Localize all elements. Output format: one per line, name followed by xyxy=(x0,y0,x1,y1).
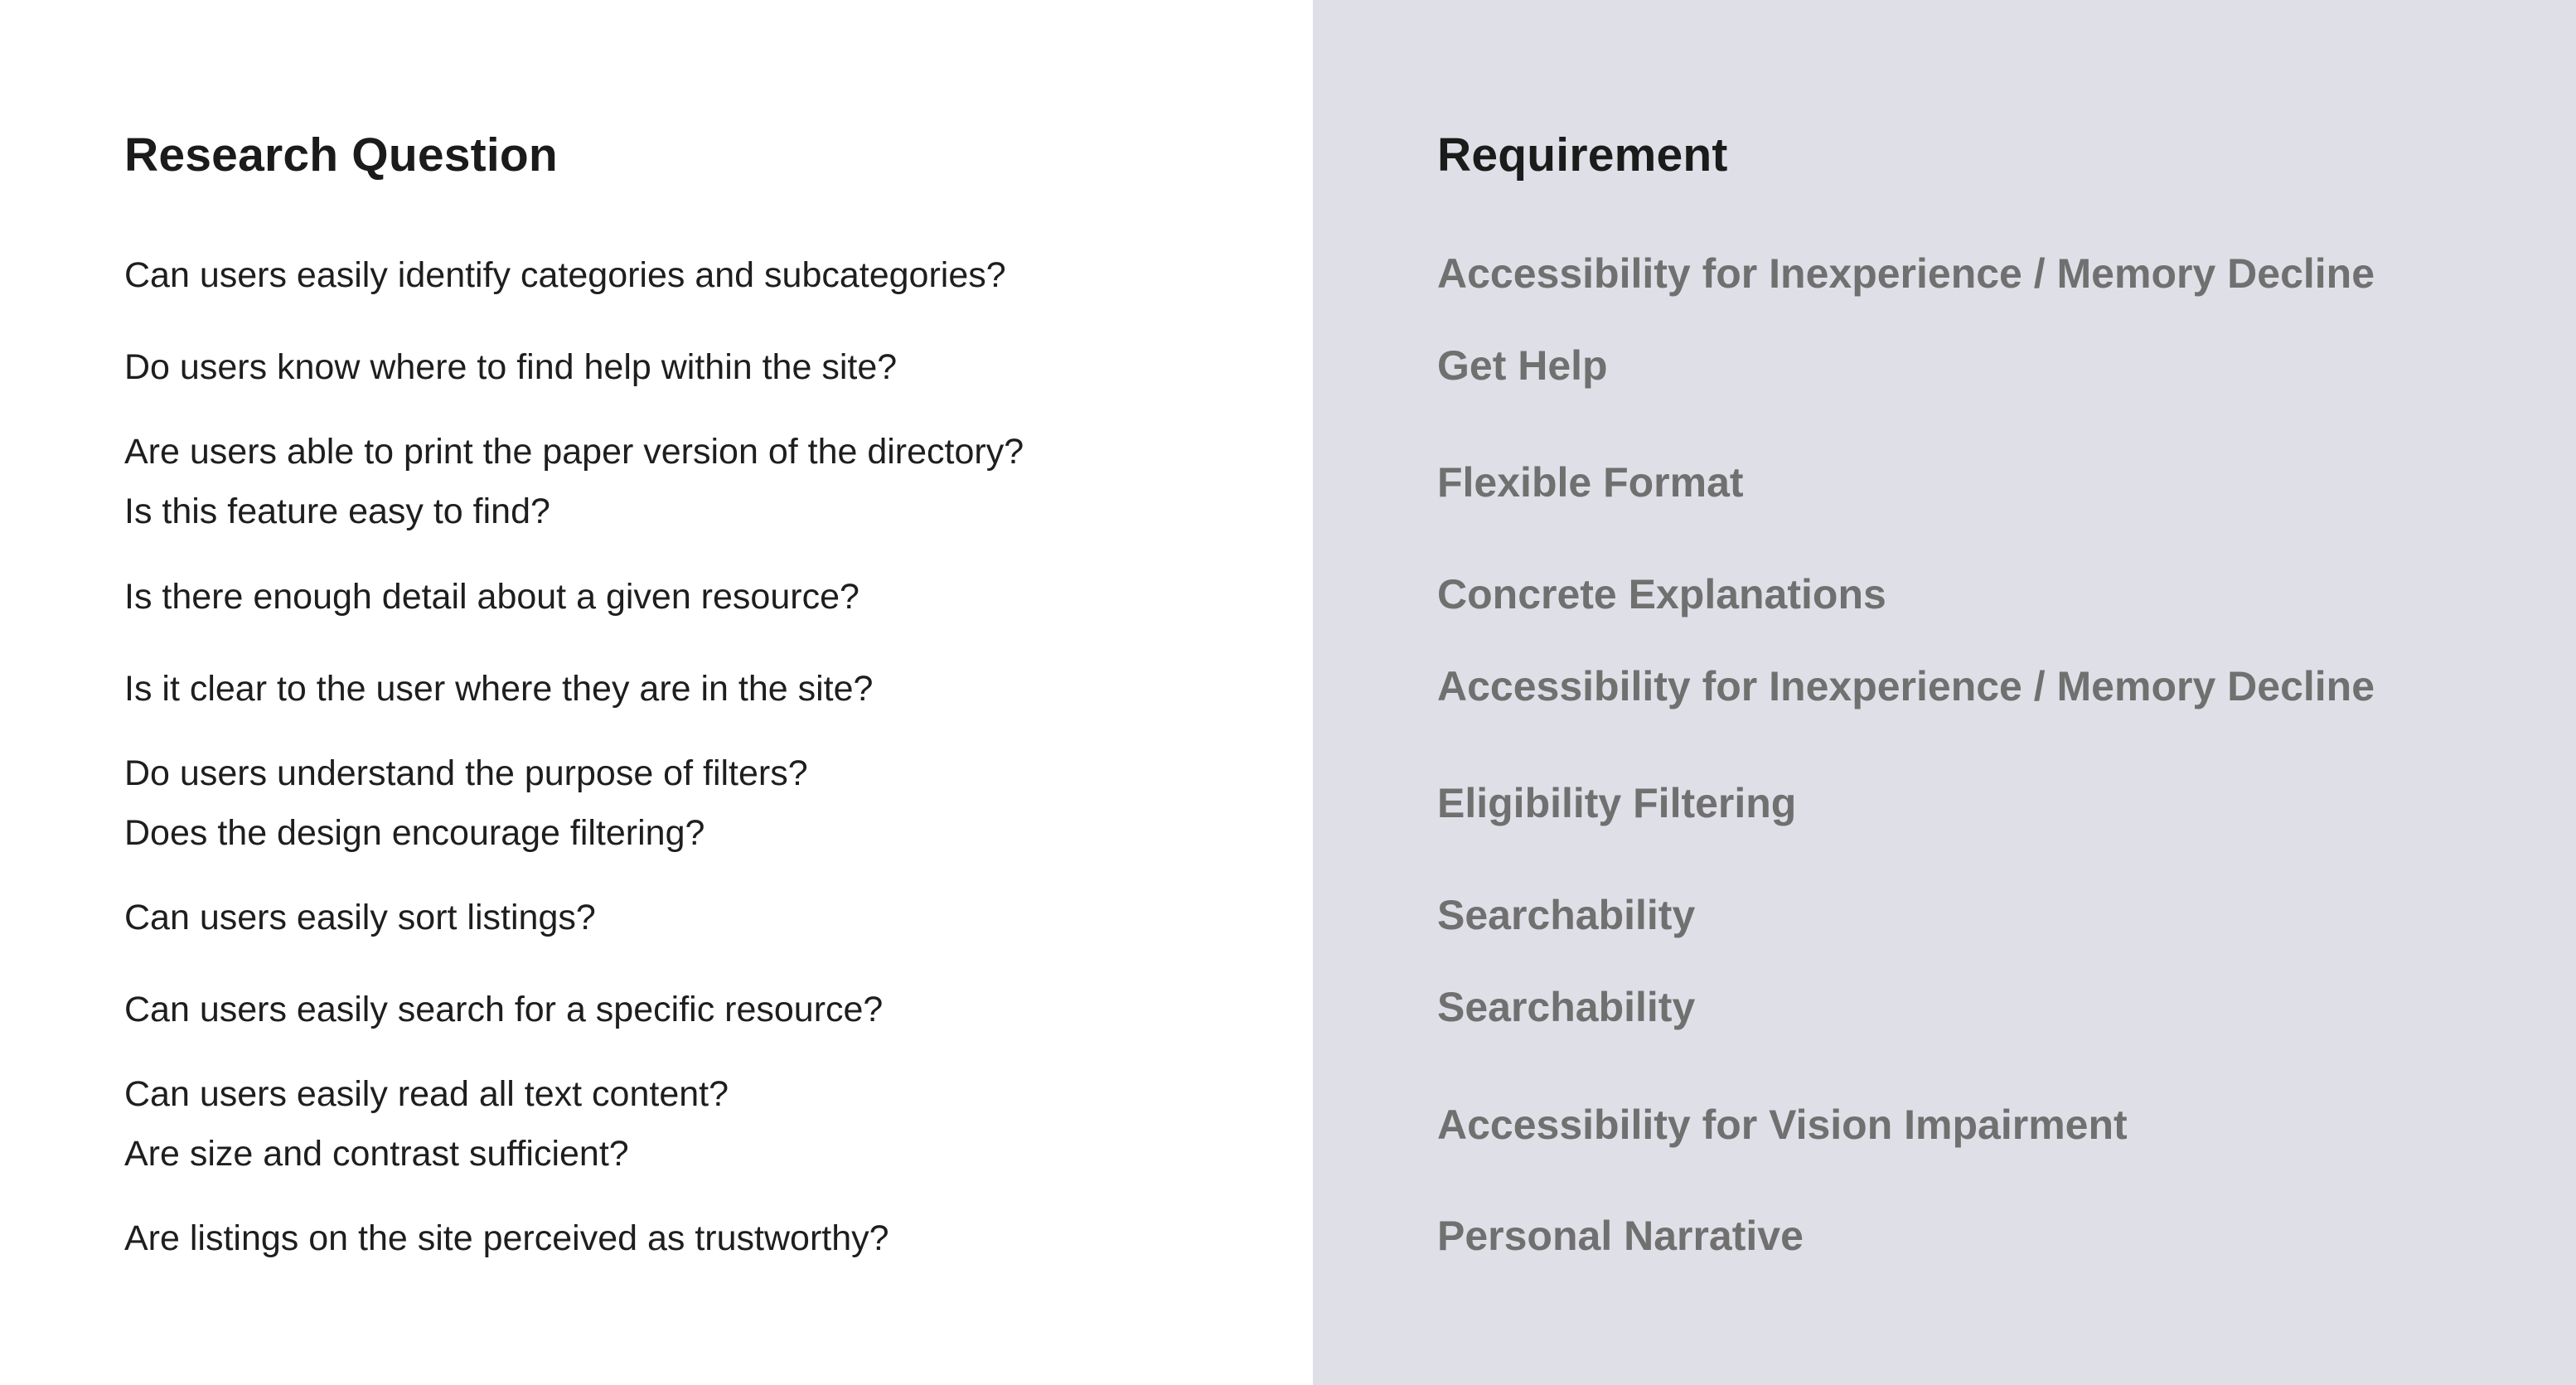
question-line: Is this feature easy to find? xyxy=(124,492,550,531)
research-question-item: Do users understand the purpose of filte… xyxy=(124,743,808,863)
research-question-item: Do users know where to find help within … xyxy=(124,337,897,397)
requirement-item: Concrete Explanations xyxy=(1437,571,1886,617)
research-question-item: Are listings on the site perceived as tr… xyxy=(124,1208,889,1268)
research-question-panel: Research Question Can users easily ident… xyxy=(124,128,1024,1268)
question-line: Are listings on the site perceived as tr… xyxy=(124,1218,889,1258)
research-question-item: Can users easily sort listings? xyxy=(124,888,596,947)
research-question-item: Is there enough detail about a given res… xyxy=(124,567,859,627)
requirement-item: Accessibility for Inexperience / Memory … xyxy=(1437,250,2375,297)
requirement-item: Get Help xyxy=(1437,342,1608,389)
question-line: Are size and contrast sufficient? xyxy=(124,1134,629,1174)
requirement-item: Searchability xyxy=(1437,892,1696,938)
requirement-item: Searchability xyxy=(1437,984,1696,1030)
question-line: Can users easily identify categories and… xyxy=(124,255,1006,295)
research-question-item: Can users easily identify categories and… xyxy=(124,245,1006,305)
requirement-item: Flexible Format xyxy=(1437,459,1744,506)
research-question-item: Can users easily search for a specific r… xyxy=(124,980,883,1039)
research-question-item: Are users able to print the paper versio… xyxy=(124,422,1024,541)
question-line: Can users easily read all text content? xyxy=(124,1074,729,1114)
requirement-item: Accessibility for Vision Impairment xyxy=(1437,1102,2128,1148)
question-line: Does the design encourage filtering? xyxy=(124,813,705,853)
requirement-item: Eligibility Filtering xyxy=(1437,780,1797,826)
requirement-panel: Requirement Accessibility for Inexperien… xyxy=(1313,0,2576,1385)
requirement-item: Accessibility for Inexperience / Memory … xyxy=(1437,663,2375,709)
research-question-item: Is it clear to the user where they are i… xyxy=(124,659,873,719)
question-line: Can users easily search for a specific r… xyxy=(124,990,884,1029)
question-line: Are users able to print the paper versio… xyxy=(124,432,1024,472)
question-line: Do users understand the purpose of filte… xyxy=(124,753,808,793)
requirement-item: Personal Narrative xyxy=(1437,1213,1804,1259)
research-question-heading: Research Question xyxy=(124,128,558,182)
question-line: Can users easily sort listings? xyxy=(124,898,596,937)
requirement-heading: Requirement xyxy=(1437,128,1728,182)
question-line: Do users know where to find help within … xyxy=(124,347,898,387)
research-question-item: Can users easily read all text content? … xyxy=(124,1064,729,1184)
question-line: Is there enough detail about a given res… xyxy=(124,577,859,617)
question-line: Is it clear to the user where they are i… xyxy=(124,669,874,709)
